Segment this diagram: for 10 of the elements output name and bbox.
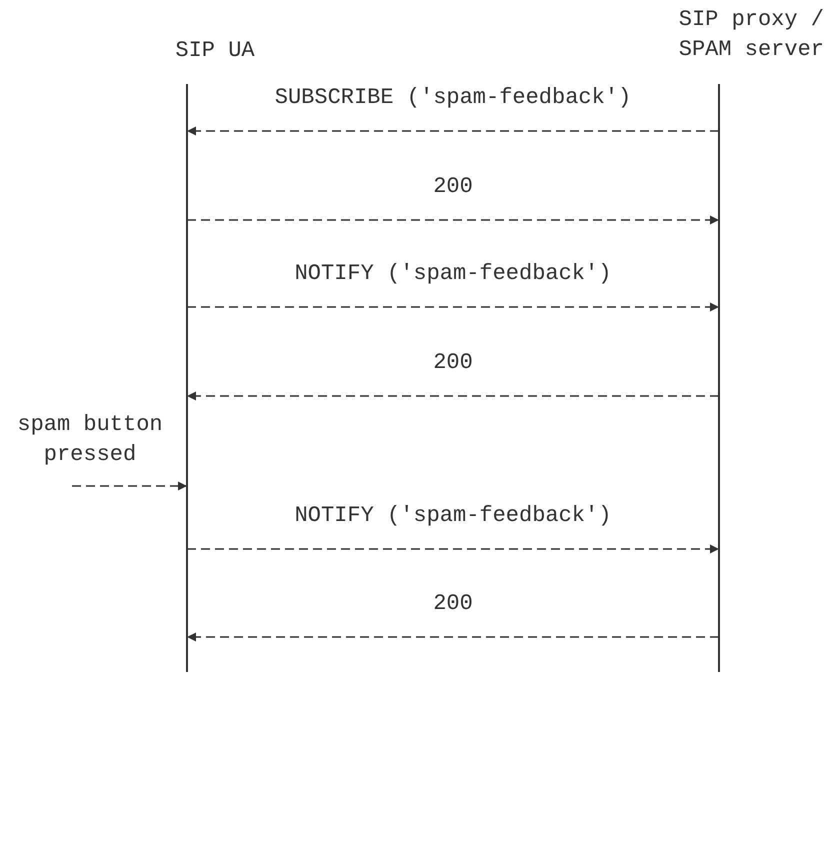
participant-label: SIP UA (174, 37, 256, 65)
arrow (72, 482, 187, 490)
arrow (187, 544, 719, 554)
participant-label: SIP proxy / SPAM server (678, 6, 824, 64)
arrow (187, 632, 719, 642)
participant-label: spam button pressed (16, 411, 164, 469)
arrow (187, 216, 719, 224)
arrow (187, 126, 719, 136)
arrow (187, 302, 719, 312)
arrow (187, 392, 719, 400)
